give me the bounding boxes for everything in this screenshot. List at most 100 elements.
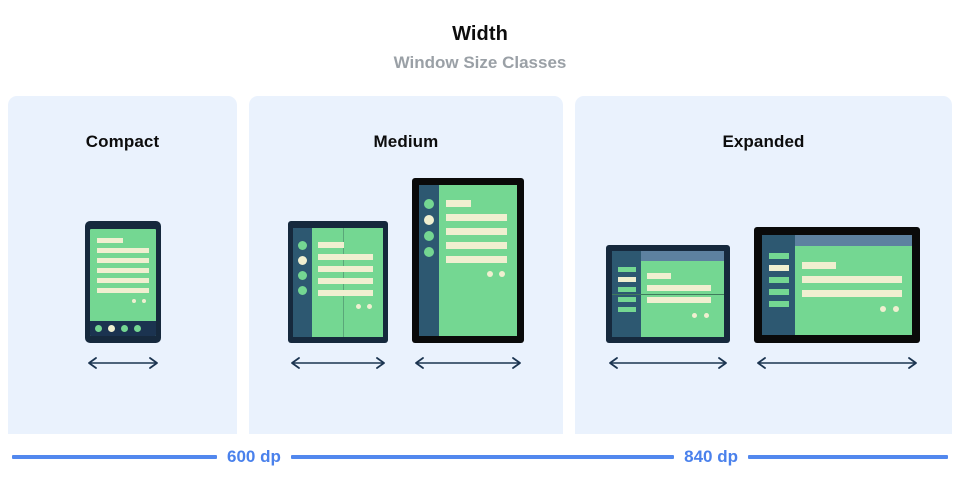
breakpoint-label-600: 600 dp — [227, 447, 281, 466]
navigation-rail — [418, 185, 439, 336]
device-slot-tablet-portrait — [411, 178, 524, 434]
width-arrow-compact — [85, 355, 161, 376]
content-line — [647, 285, 712, 291]
content-line — [96, 248, 149, 253]
content-line — [96, 268, 149, 273]
content-line — [445, 214, 507, 221]
tablet-portrait-screen — [418, 185, 517, 336]
fab-dot — [893, 306, 900, 312]
nav-rail-item[interactable] — [423, 199, 434, 209]
nav-rail-item-active[interactable] — [423, 215, 434, 225]
content-line — [647, 297, 712, 303]
fab-dot — [692, 313, 698, 318]
device-tablet-landscape — [754, 227, 921, 343]
fab-dot — [880, 306, 887, 312]
nav-rail-item[interactable] — [297, 271, 307, 280]
nav-rail-item[interactable] — [423, 231, 434, 241]
content-line — [445, 200, 471, 207]
foldable-landscape-screen — [612, 251, 725, 337]
width-arrow-expanded-foldable — [606, 355, 730, 376]
bottom-nav-item[interactable] — [120, 325, 128, 332]
breakpoint-label-840: 840 dp — [684, 447, 738, 466]
content-line — [802, 262, 837, 269]
fab-dot — [366, 304, 372, 309]
nav-drawer-item[interactable] — [618, 287, 637, 292]
scale-segment-medium — [290, 454, 675, 459]
fab-dot — [704, 313, 710, 318]
device-phone-portrait — [84, 221, 161, 343]
size-class-panels: Compact — [8, 96, 952, 434]
breakpoint-scale-row: 600 dp 840 dp — [12, 448, 948, 465]
content-line — [96, 288, 149, 293]
navigation-rail — [292, 228, 312, 337]
double-headed-arrow-icon — [609, 357, 728, 369]
nav-drawer-item[interactable] — [769, 289, 790, 295]
device-group-expanded — [575, 166, 952, 434]
device-slot-tablet-landscape — [754, 227, 921, 434]
tablet-landscape-screen — [762, 235, 913, 335]
fab-dot — [355, 304, 361, 309]
nav-rail-item[interactable] — [297, 286, 307, 295]
breakpoint-scale: 600 dp 840 dp — [0, 434, 960, 494]
app-top-bar — [795, 235, 913, 246]
nav-drawer-item[interactable] — [618, 267, 637, 272]
content-line — [96, 258, 149, 263]
scale-segment-expanded — [748, 454, 948, 459]
device-group-compact — [8, 166, 237, 434]
nav-rail-item-active[interactable] — [297, 256, 307, 265]
nav-drawer-item[interactable] — [769, 253, 790, 259]
device-group-medium — [249, 166, 563, 434]
page-subtitle: Window Size Classes — [393, 53, 567, 72]
panel-label-compact: Compact — [85, 132, 160, 151]
navigation-drawer — [762, 235, 796, 335]
bottom-nav-item[interactable] — [94, 325, 102, 332]
nav-rail-item[interactable] — [297, 241, 307, 250]
device-slot-phone — [84, 221, 161, 434]
nav-rail-item[interactable] — [423, 247, 434, 257]
bottom-nav-item[interactable] — [133, 325, 141, 332]
nav-drawer-item-active[interactable] — [618, 277, 637, 282]
panel-expanded: Expanded — [574, 96, 952, 434]
width-arrow-medium-tablet — [412, 355, 524, 376]
chart-header: Width Window Size Classes — [0, 0, 960, 74]
double-headed-arrow-icon — [291, 357, 385, 369]
content-line — [96, 278, 149, 283]
content-line — [445, 256, 507, 263]
device-tablet-portrait — [411, 178, 524, 343]
phone-screen — [89, 229, 156, 336]
nav-drawer-item[interactable] — [769, 277, 790, 283]
foldable-portrait-screen — [292, 228, 383, 337]
content-line — [647, 273, 672, 279]
nav-drawer-item-active[interactable] — [769, 265, 790, 271]
panel-label-medium: Medium — [373, 132, 439, 151]
content-line — [802, 276, 903, 283]
nav-drawer-item[interactable] — [769, 301, 790, 307]
fab-dot — [486, 271, 493, 277]
content-line — [317, 278, 373, 284]
nav-drawer-item[interactable] — [618, 297, 637, 302]
fold-crease — [612, 294, 725, 295]
content-line — [317, 290, 373, 296]
double-headed-arrow-icon — [415, 357, 521, 369]
panel-label-expanded: Expanded — [722, 132, 805, 151]
fab-dot — [141, 299, 146, 303]
content-line — [317, 242, 344, 248]
fab-dot — [131, 299, 136, 303]
content-line — [317, 266, 373, 272]
content-line — [802, 290, 903, 297]
device-slot-foldable-portrait — [287, 221, 388, 434]
scale-segment-compact — [12, 454, 217, 459]
device-slot-foldable-landscape — [606, 245, 731, 434]
double-headed-arrow-icon — [87, 357, 158, 369]
panel-compact: Compact — [8, 96, 238, 434]
app-top-bar — [641, 251, 725, 261]
nav-drawer-item[interactable] — [618, 307, 637, 312]
page-title: Width — [452, 23, 508, 45]
panel-medium: Medium — [249, 96, 563, 434]
width-arrow-expanded-tablet — [754, 355, 920, 376]
double-headed-arrow-icon — [757, 357, 918, 369]
bottom-nav-item-active[interactable] — [107, 325, 115, 332]
fab-dot — [498, 271, 505, 277]
content-line — [445, 228, 507, 235]
content-line — [445, 242, 507, 249]
